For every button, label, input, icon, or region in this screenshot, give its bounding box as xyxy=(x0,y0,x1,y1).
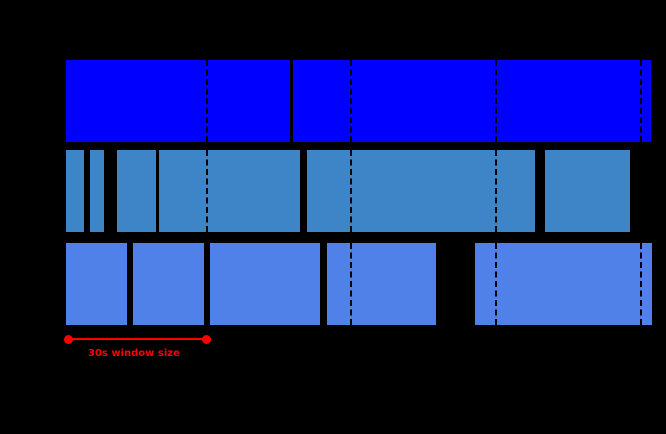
timeline-segment[interactable] xyxy=(210,243,320,325)
timeline-segment[interactable] xyxy=(475,243,652,325)
annotation-label: 30s window size xyxy=(88,348,180,359)
timeline-segment[interactable] xyxy=(66,60,290,142)
timeline-segment[interactable] xyxy=(159,150,300,232)
timeline-track-0 xyxy=(0,60,666,142)
timeline-segment[interactable] xyxy=(117,150,156,232)
timeline-segment[interactable] xyxy=(327,243,436,325)
annotation-right-endpoint xyxy=(202,334,211,344)
timeline-segment[interactable] xyxy=(307,150,535,232)
annotation-left-endpoint xyxy=(64,334,73,344)
timeline-segment[interactable] xyxy=(293,60,651,142)
timeline-segment[interactable] xyxy=(133,243,204,325)
timeline-segment[interactable] xyxy=(66,150,84,232)
timeline-segment[interactable] xyxy=(90,150,104,232)
timeline-track-1 xyxy=(0,150,666,232)
annotation-span-line xyxy=(68,338,207,340)
timeline-segment[interactable] xyxy=(545,150,630,232)
timeline-segment[interactable] xyxy=(66,243,127,325)
timeline-track-2 xyxy=(0,243,666,325)
